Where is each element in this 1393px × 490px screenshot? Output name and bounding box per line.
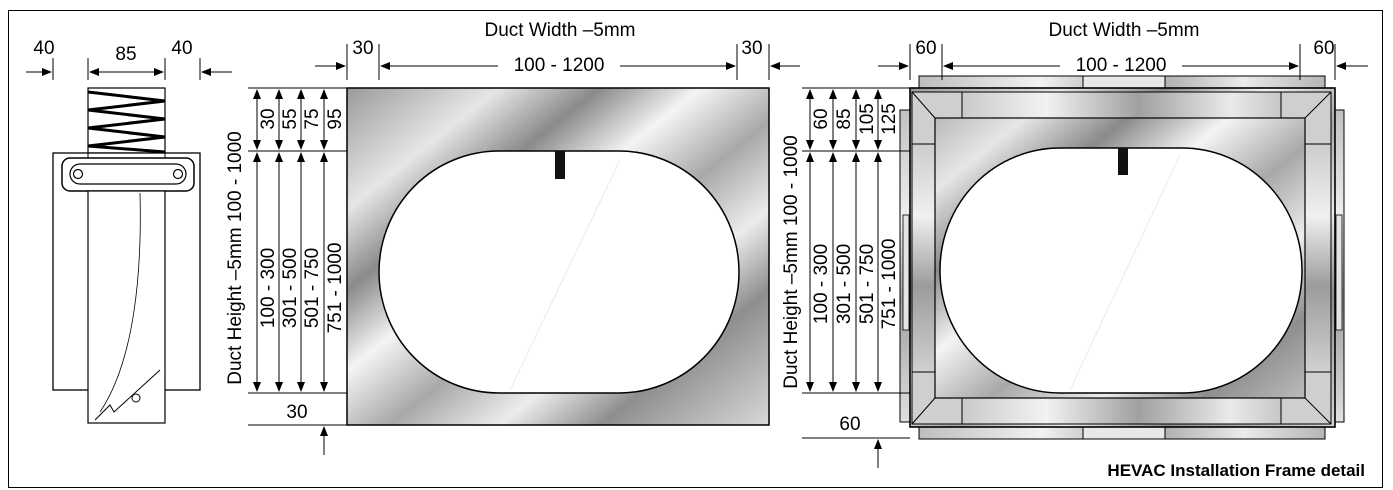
width-label-60: Duct Width –5mm (1049, 20, 1200, 41)
offset-60-b: 85 (834, 108, 855, 129)
width-label-30: Duct Width –5mm (485, 20, 636, 41)
width-range-60: 100 - 1200 (1076, 55, 1167, 76)
range-60-d: 751 - 1000 (879, 239, 900, 330)
range-30-c: 501 - 750 (302, 248, 323, 328)
offset-30-c: 75 (302, 108, 323, 129)
margin-left-60: 60 (915, 38, 936, 59)
side-dim-middle: 85 (115, 44, 136, 65)
range-30-a: 100 - 300 (258, 248, 279, 328)
offset-30-b: 55 (280, 108, 301, 129)
figure-caption: HEVAC Installation Frame detail (1107, 461, 1365, 480)
side-dim-left: 40 (33, 38, 54, 59)
offset-60-d: 125 (879, 103, 900, 135)
offset-30-a: 30 (258, 108, 279, 129)
range-60-a: 100 - 300 (811, 244, 832, 324)
margin-bottom-60: 60 (839, 414, 860, 435)
margin-right-30: 30 (741, 38, 762, 59)
drawing-frame (8, 10, 1383, 488)
side-view: 40 85 40 (26, 38, 232, 424)
margin-right-60: 60 (1313, 38, 1334, 59)
frame-view-30: Duct Width –5mm 100 - 1200 30 30 Duct He… (225, 20, 800, 455)
offset-30-d: 95 (325, 108, 346, 129)
margin-left-30: 30 (352, 38, 373, 59)
range-30-d: 751 - 1000 (325, 243, 346, 334)
range-60-b: 301 - 500 (834, 244, 855, 324)
height-label-60: Duct Height –5mm 100 - 1000 (781, 135, 802, 388)
side-dim-right: 40 (171, 38, 192, 59)
offset-60-c: 105 (857, 103, 878, 135)
range-60-c: 501 - 750 (857, 244, 878, 324)
margin-bottom-30: 30 (286, 402, 307, 423)
range-30-b: 301 - 500 (280, 248, 301, 328)
frame-view-60: Duct Width –5mm 100 - 1200 60 60 Duct He… (781, 20, 1368, 468)
height-label-30: Duct Height –5mm 100 - 1000 (225, 131, 246, 384)
offset-60-a: 60 (811, 108, 832, 129)
width-range-30: 100 - 1200 (514, 55, 605, 76)
